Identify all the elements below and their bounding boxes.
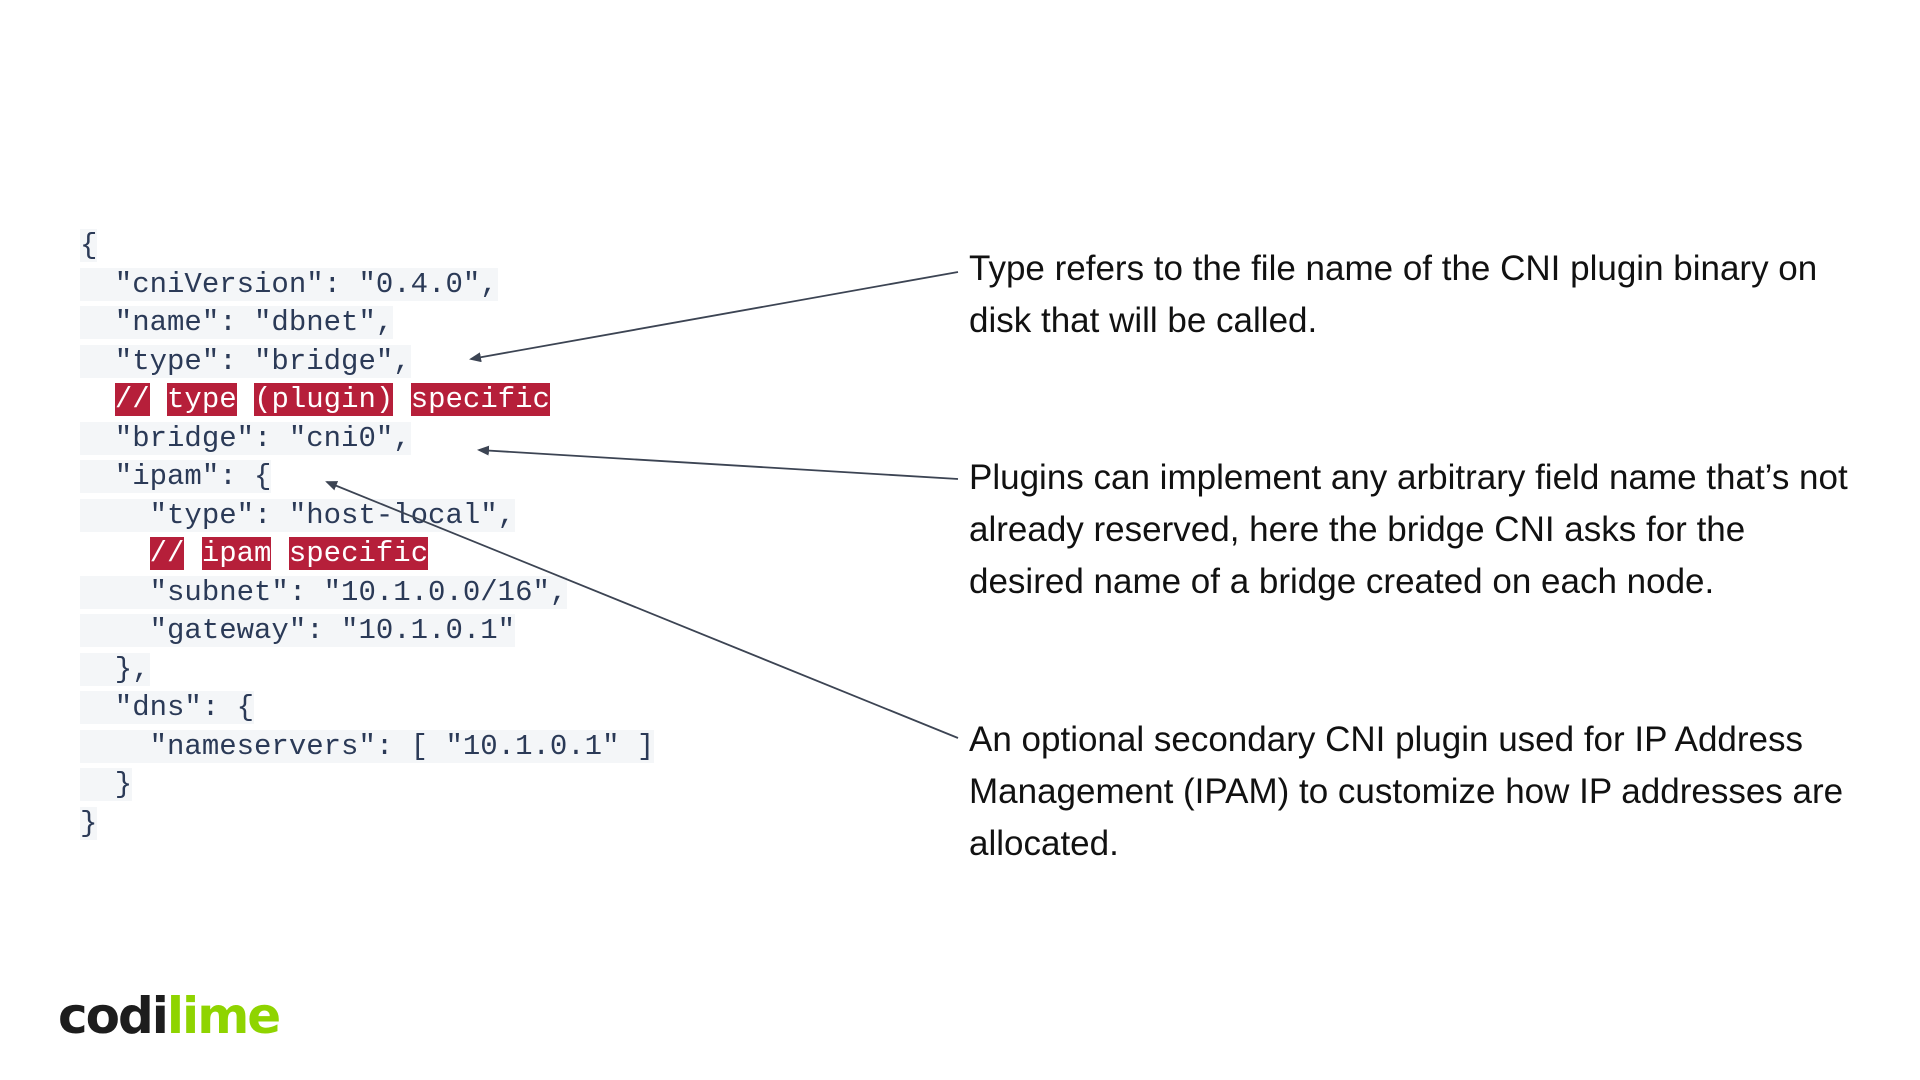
type-comment-line: // type (plugin) specific — [80, 381, 654, 420]
comment-word: // — [149, 537, 185, 570]
code-line: "type": "host-local", — [80, 497, 654, 536]
bridge-annotation: Plugins can implement any arbitrary fiel… — [969, 458, 1848, 601]
code-line-text: } — [80, 768, 133, 801]
comment-word: type — [167, 383, 237, 416]
code-line: "name": "dbnet", — [80, 304, 654, 343]
code-line: } — [80, 766, 654, 805]
code-line-text: "gateway": "10.1.0.1" — [80, 614, 516, 647]
code-line-text: "nameservers": [ "10.1.0.1" ] — [80, 729, 655, 763]
code-line-text: "cniVersion": "0.4.0", — [80, 267, 498, 301]
codilime-logo: codilime — [58, 986, 281, 1046]
code-line-text: "type": "bridge", — [80, 344, 411, 378]
code-line-text: "dns": { — [80, 691, 255, 724]
code-line: "subnet": "10.1.0.0/16", — [80, 574, 654, 613]
code-line-text: "subnet": "10.1.0.0/16", — [80, 575, 568, 609]
code-line-text: "type": "host-local", — [80, 498, 516, 532]
comment-word: specific — [410, 383, 550, 416]
code-line-text: "ipam": { — [80, 460, 272, 493]
type-annotation: Type refers to the file name of the CNI … — [969, 249, 1818, 340]
code-line: "bridge": "cni0", — [80, 420, 654, 459]
code-line: }, — [80, 651, 654, 690]
code-line: "gateway": "10.1.0.1" — [80, 612, 654, 651]
code-line-text: }, — [80, 652, 150, 686]
code-line-text: { — [80, 229, 98, 262]
code-line: { — [80, 227, 654, 266]
ipam-comment-line: // ipam specific — [80, 535, 654, 574]
code-line-text: } — [80, 806, 98, 840]
code-line: "cniVersion": "0.4.0", — [80, 266, 654, 305]
code-line: } — [80, 805, 654, 844]
comment-word: (plugin) — [254, 383, 394, 416]
comment-word: specific — [288, 537, 429, 570]
code-line: "type": "bridge", — [80, 343, 654, 382]
comment-word: ipam — [201, 537, 272, 570]
code-line: "ipam": { — [80, 458, 654, 497]
code-line: "nameservers": [ "10.1.0.1" ] — [80, 728, 655, 767]
logo-part-b: lime — [166, 987, 281, 1045]
ipam-annotation: An optional secondary CNI plugin used fo… — [969, 720, 1844, 863]
comment-word: // — [114, 383, 150, 416]
code-snippet: { "cniVersion": "0.4.0", "name": "dbnet"… — [80, 227, 655, 844]
logo-part-a: codi — [58, 987, 169, 1045]
code-line: "dns": { — [80, 689, 654, 728]
code-line-text: "bridge": "cni0", — [80, 421, 411, 455]
code-line-text: "name": "dbnet", — [80, 306, 394, 339]
